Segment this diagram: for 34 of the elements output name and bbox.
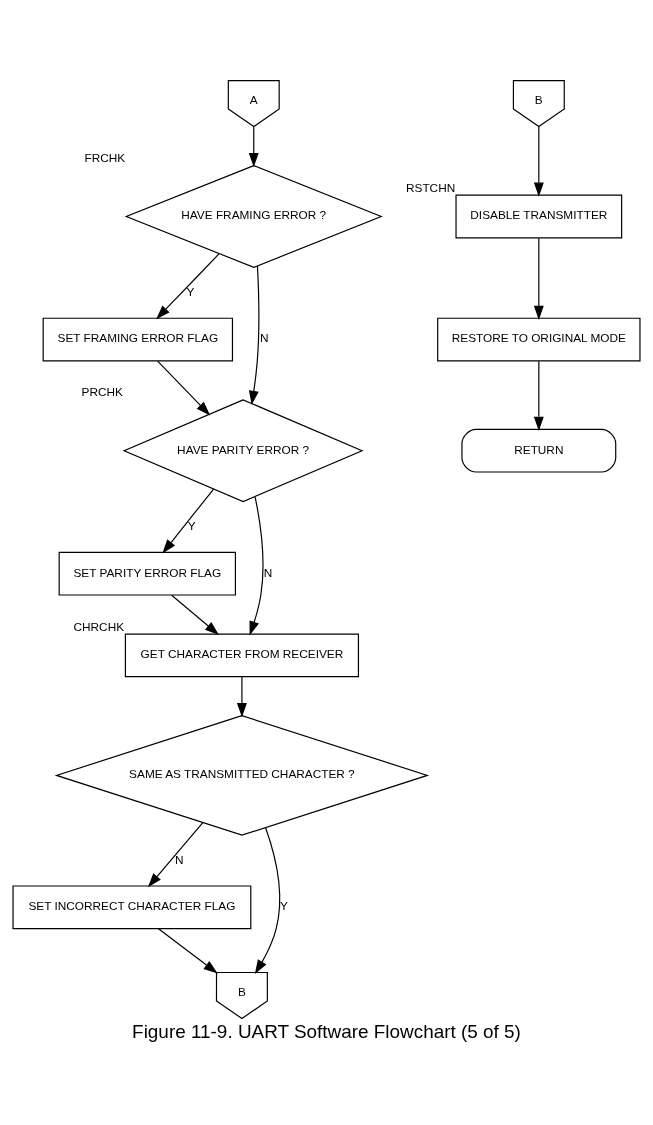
edge-label: N (263, 565, 273, 580)
node-box: RETURN (461, 428, 617, 473)
node-diamond: SAME AS TRANSMITTED CHARACTER ? (54, 715, 430, 836)
edge-label: Y (279, 899, 288, 914)
node-label: RSTCHN (405, 180, 456, 195)
edge-label: N (174, 852, 184, 867)
node-label: FRCHK (84, 151, 126, 166)
caption: Figure 11-9. UART Software Flowchart (5 of 5) (132, 1021, 521, 1043)
node-box: GET CHARACTER FROM RECEIVER (124, 633, 360, 678)
node-label: CHRCHK (73, 619, 125, 634)
edge-label: Y (186, 284, 195, 299)
arrow (533, 126, 544, 197)
arrow (254, 827, 281, 974)
arrow (236, 676, 247, 718)
arrow (533, 360, 544, 431)
node-box: RESTORE TO ORIGINAL MODE (437, 317, 641, 362)
arrow (162, 488, 215, 554)
arrow (156, 253, 220, 320)
node-diamond: HAVE FRAMING ERROR ? (124, 165, 383, 268)
arrow (533, 237, 544, 320)
edge-label: Y (187, 518, 196, 533)
edge-label: N (260, 331, 269, 346)
arrow (157, 360, 211, 416)
arrow (147, 822, 204, 888)
arrow (157, 928, 218, 974)
node-box: SET PARITY ERROR FLAG (58, 551, 236, 596)
node-box: SET INCORRECT CHARACTER FLAG (12, 885, 252, 930)
arrow (171, 594, 219, 635)
arrow (249, 496, 264, 636)
node-box: SET FRAMING ERROR FLAG (42, 317, 234, 362)
arrow (248, 126, 259, 168)
node-box: DISABLE TRANSMITTER (455, 194, 623, 239)
node-label: PRCHK (81, 385, 123, 400)
arrow (248, 265, 260, 405)
